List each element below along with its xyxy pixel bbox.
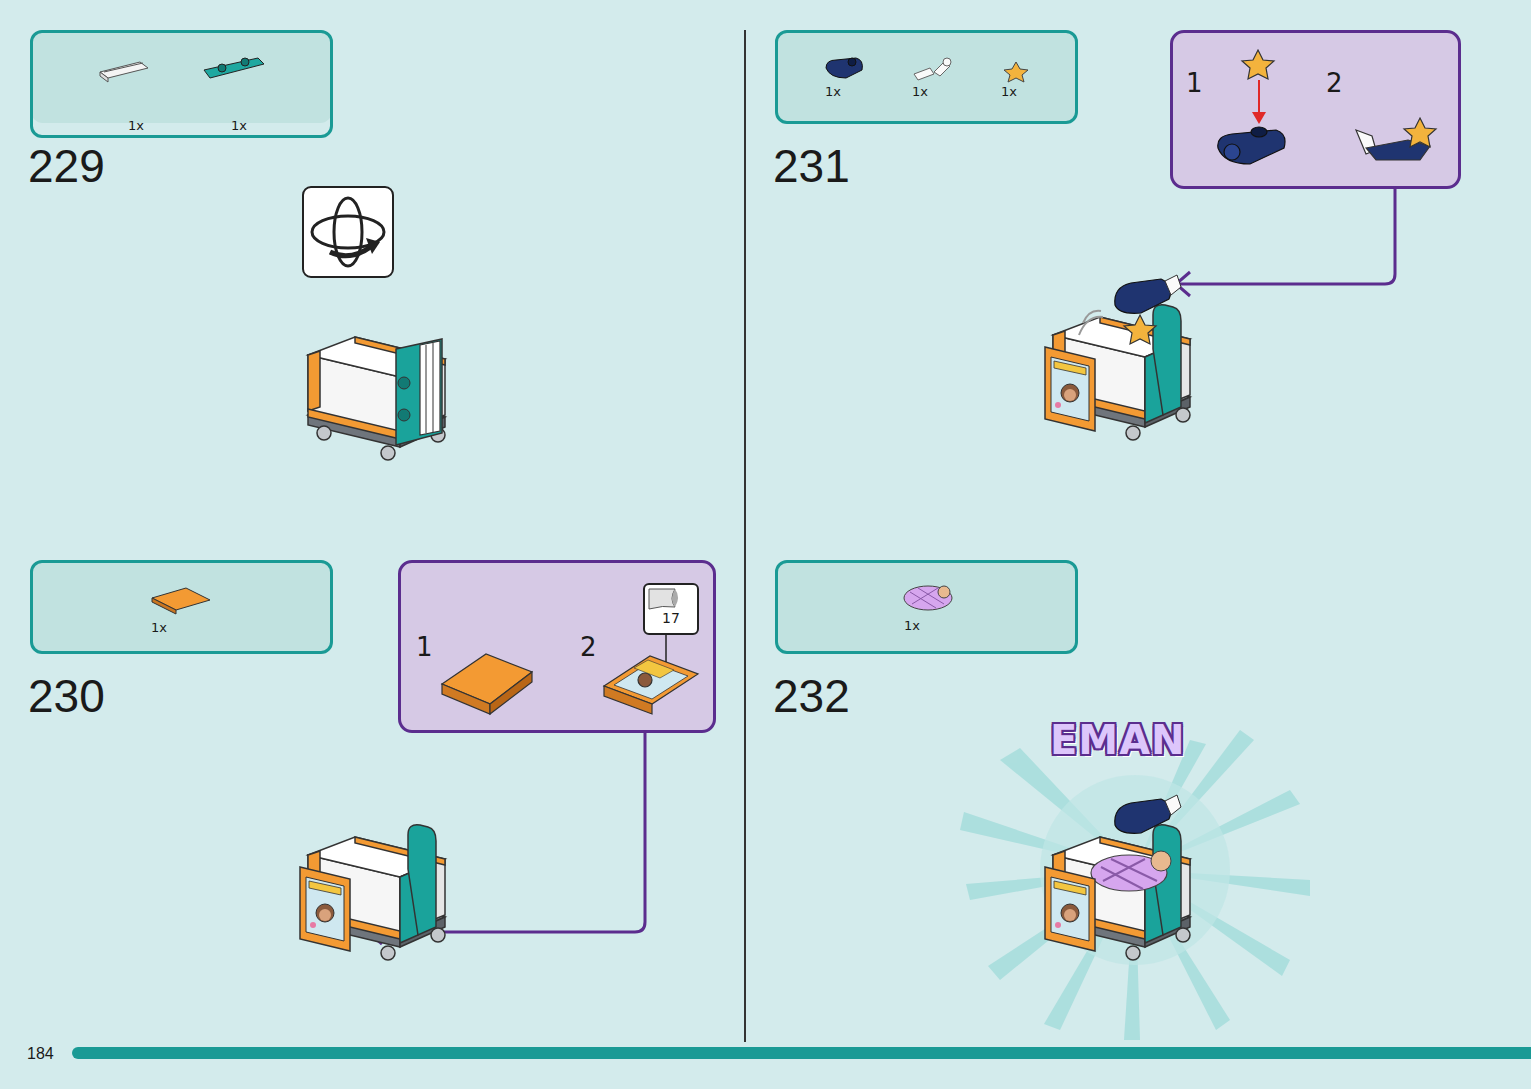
parts-list-box: 1x 1x [30,30,333,138]
part-quantity: 1x [825,85,841,98]
part-quantity: 1x [912,85,928,98]
sticker-icon [645,585,693,633]
callout-number: 2 [580,634,597,660]
sticker-number: 17 [645,611,697,625]
parts-list-box: 1x 1x 1x [775,30,1078,124]
sub-assembly-callout: 12 [1170,30,1461,189]
page-number: 184 [27,1046,54,1062]
part-quantity: 1x [1001,85,1017,98]
step-number: 230 [28,673,105,719]
parts-list-box: 1x [30,560,333,654]
step-number: 231 [773,143,850,189]
step-number: 229 [28,143,105,189]
callout-number: 1 [1186,70,1203,96]
part-quantity: 1x [151,621,167,634]
callout-number: 1 [416,634,433,660]
part-quantity: 1x [231,119,247,132]
parts-list-box: 1x [775,560,1078,654]
sub-assembly-callout: 1 2 17 [398,560,716,733]
callout-number: 2 [1326,70,1343,96]
sticker-tag: 17 [643,583,699,635]
figure-name: EMAN [1050,720,1186,760]
step-number: 232 [773,673,850,719]
part-quantity: 1x [128,119,144,132]
part-quantity: 1x [904,619,920,632]
